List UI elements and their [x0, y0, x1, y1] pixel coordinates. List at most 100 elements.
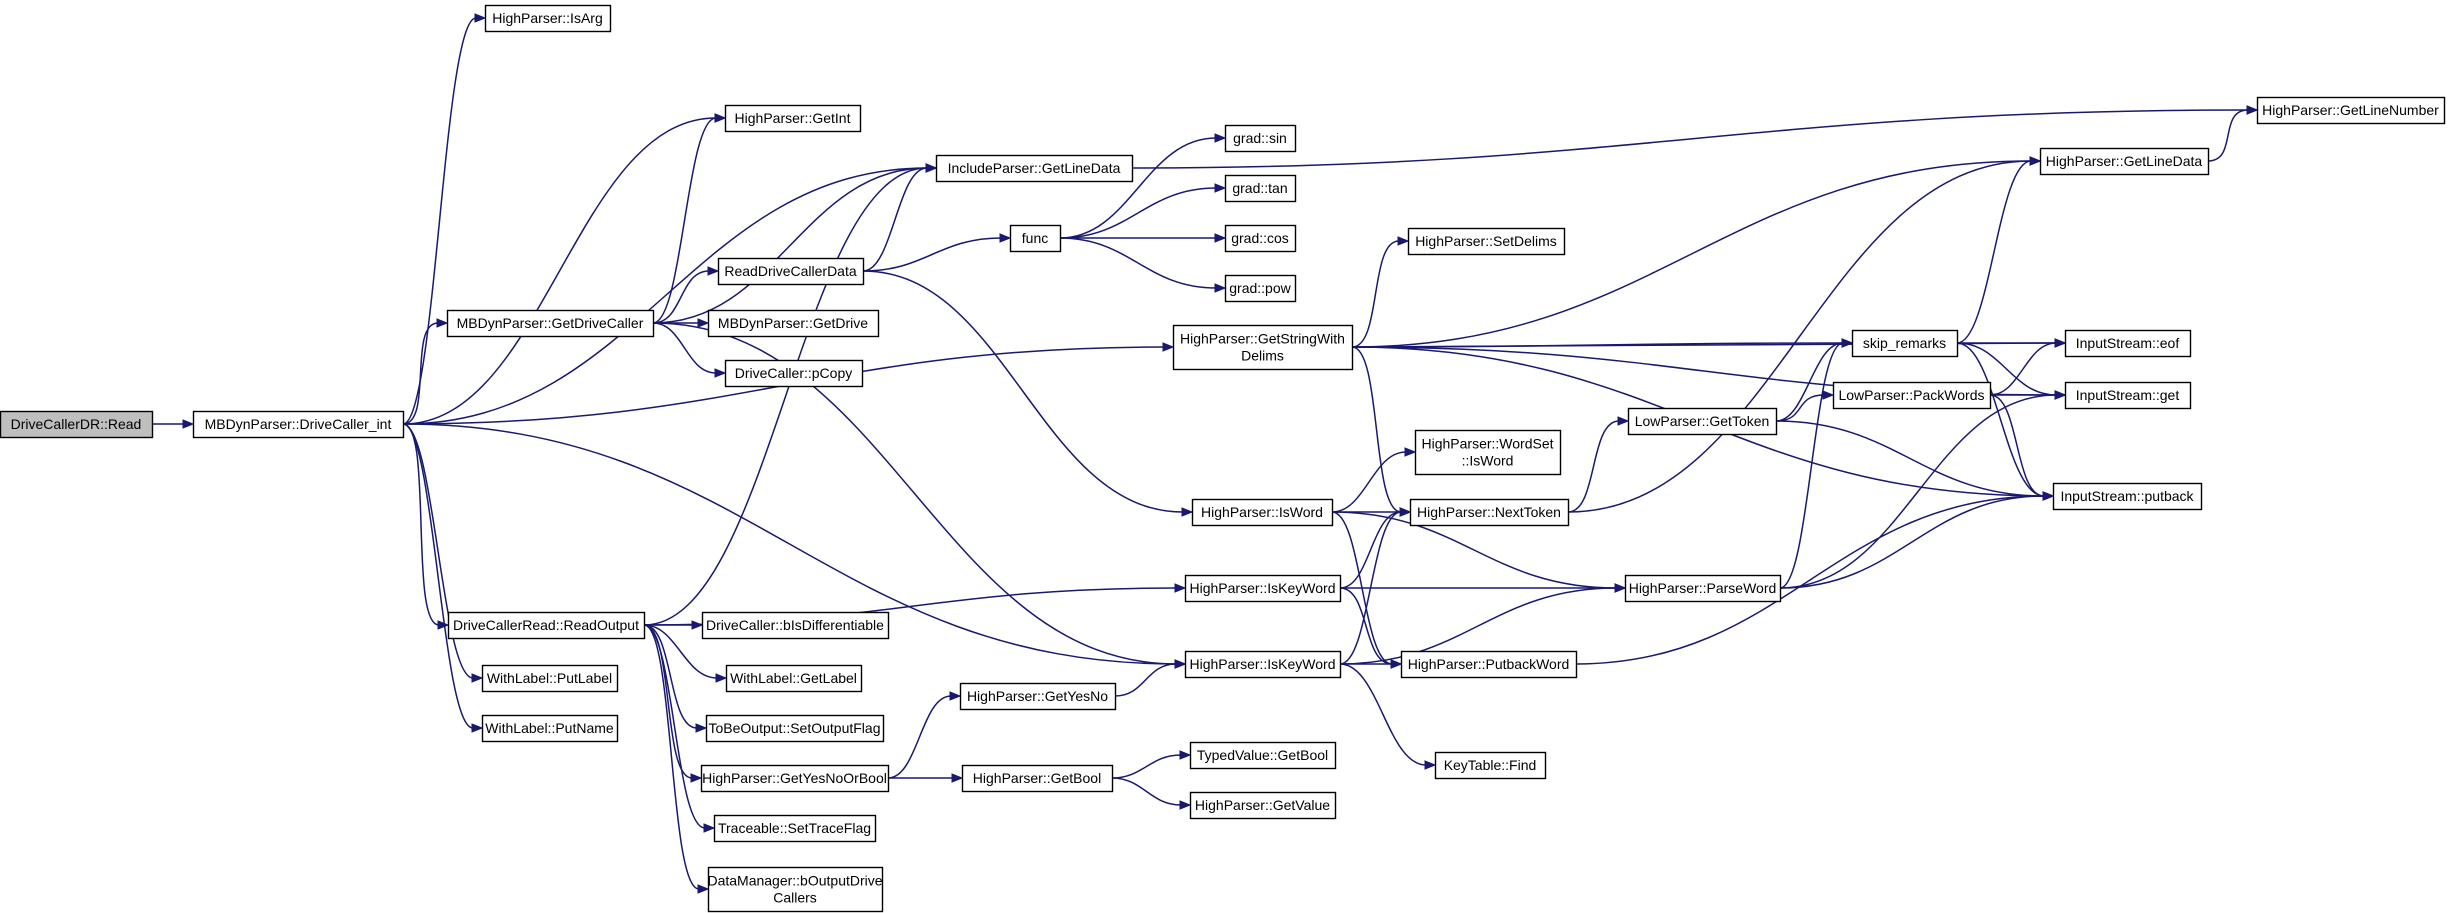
node-highparser-getbool[interactable]: HighParser::GetBool — [961, 764, 1114, 793]
node-label: TypedValue::GetBool — [1197, 747, 1328, 763]
node-label: HighParser::NextToken — [1417, 504, 1561, 520]
node-box — [1414, 429, 1562, 476]
node-inputstream-eof[interactable]: InputStream::eof — [2064, 329, 2192, 358]
edge-highparser-getlinedata-to-highparser-getlinenumber — [2207, 105, 2259, 162]
edge-drivecallerread-readoutput-to-highparser-getyesnoorbool — [643, 624, 703, 783]
edge-highparser-iskeyword-b-to-highparser-nexttoken — [1339, 507, 1412, 665]
edge-highparser-iskeyword-b-to-keytable-find — [1339, 663, 1437, 770]
node-label: HighParser::GetValue — [1195, 797, 1330, 813]
edge-highparser-getbool-to-highparser-getvalue — [1111, 777, 1192, 810]
edge-highparser-getstringwithdelims-to-highparser-nexttoken — [1351, 346, 1412, 517]
node-label: Callers — [773, 890, 817, 906]
node-label: grad::pow — [1229, 280, 1291, 296]
node-label: HighParser::GetLineData — [2046, 153, 2203, 169]
node-label: DataManager::bOutputDrive — [707, 873, 882, 889]
node-label: WithLabel::PutName — [485, 720, 614, 736]
edge-highparser-isword-to-highparser-putbackword — [1331, 511, 1403, 669]
node-grad-pow[interactable]: grad::pow — [1224, 274, 1297, 303]
node-typedvalue-getbool[interactable]: TypedValue::GetBool — [1189, 741, 1337, 770]
edge-highparser-parseword-to-skip-remarks — [1779, 338, 1854, 589]
node-highparser-getyesno[interactable]: HighParser::GetYesNo — [959, 682, 1117, 711]
node-box — [446, 309, 655, 338]
node-box — [1184, 650, 1342, 679]
node-drivecallerread-readoutput[interactable]: DriveCallerRead::ReadOutput — [447, 611, 646, 640]
node-label: MBDynParser::GetDriveCaller — [457, 315, 644, 331]
node-box — [707, 309, 880, 338]
node-highparser-nexttoken[interactable]: HighParser::NextToken — [1409, 498, 1570, 527]
edge-mbdynparser-drivecaller-int-to-withlabel-putlabel — [402, 423, 484, 683]
node-grad-cos[interactable]: grad::cos — [1224, 224, 1297, 253]
edge-mbdynparser-getdrivecaller-to-readdrivecallerdata — [652, 266, 720, 324]
node-inputstream-get[interactable]: InputStream::get — [2064, 381, 2192, 410]
node-box — [724, 104, 862, 133]
node-skip-remarks[interactable]: skip_remarks — [1851, 329, 1959, 358]
node-box — [1400, 650, 1578, 679]
node-highparser-getlinenumber[interactable]: HighParser::GetLineNumber — [2256, 96, 2446, 125]
node-box — [1434, 751, 1547, 780]
node-withlabel-putname[interactable]: WithLabel::PutName — [481, 714, 619, 743]
node-box — [0, 410, 154, 439]
node-highparser-getint[interactable]: HighParser::GetInt — [724, 104, 862, 133]
node-inputstream-putback[interactable]: InputStream::putback — [2052, 482, 2203, 511]
edge-highparser-parseword-to-inputstream-get — [1779, 390, 2067, 589]
edge-readdrivecallerdata-to-highparser-isword — [862, 270, 1194, 517]
node-keytable-find[interactable]: KeyTable::Find — [1434, 751, 1547, 780]
edge-highparser-getyesnoorbool-to-highparser-getbool — [888, 773, 964, 783]
edge-func-to-grad-cos — [1060, 233, 1227, 243]
node-traceable-settraceflag[interactable]: Traceable::SetTraceFlag — [713, 814, 877, 843]
node-box — [1189, 741, 1337, 770]
node-drivecaller-pcopy[interactable]: DriveCaller::pCopy — [724, 359, 864, 388]
node-label: skip_remarks — [1863, 335, 1946, 351]
node-includeparser-getlinedata[interactable]: IncludeParser::GetLineData — [935, 154, 1134, 183]
node-label: WithLabel::GetLabel — [730, 670, 857, 686]
node-label: IncludeParser::GetLineData — [948, 160, 1121, 176]
node-highparser-iskeyword-a[interactable]: HighParser::IsKeyWord — [1184, 574, 1342, 603]
node-drivecallerdr-read[interactable]: DriveCallerDR::Read — [0, 410, 154, 439]
node-label: HighParser::IsKeyWord — [1189, 656, 1335, 672]
node-lowparser-packwords[interactable]: LowParser::PackWords — [1832, 381, 1992, 410]
edge-highparser-getyesnoorbool-to-highparser-getyesno — [887, 691, 962, 779]
node-highparser-putbackword[interactable]: HighParser::PutbackWord — [1400, 650, 1578, 679]
node-grad-tan[interactable]: grad::tan — [1224, 174, 1297, 203]
node-box — [717, 257, 865, 286]
node-withlabel-getlabel[interactable]: WithLabel::GetLabel — [725, 664, 863, 693]
node-box — [700, 764, 890, 793]
node-lowparser-gettoken[interactable]: LowParser::GetToken — [1627, 407, 1778, 436]
edge-lowparser-gettoken-to-lowparser-packwords — [1775, 390, 1835, 422]
node-mbdynparser-getdrivecaller[interactable]: MBDynParser::GetDriveCaller — [446, 309, 655, 338]
edge-drivecallerread-readoutput-to-withlabel-getlabel — [643, 624, 728, 683]
node-highparser-isarg[interactable]: HighParser::IsArg — [484, 4, 612, 33]
node-highparser-getvalue[interactable]: HighParser::GetValue — [1189, 791, 1337, 820]
node-grad-sin[interactable]: grad::sin — [1224, 124, 1297, 153]
node-label: InputStream::putback — [2060, 488, 2194, 504]
node-box — [1832, 381, 1992, 410]
node-highparser-setdelims[interactable]: HighParser::SetDelims — [1407, 227, 1566, 256]
node-label: ToBeOutput::SetOutputFlag — [709, 720, 881, 736]
node-withlabel-putlabel[interactable]: WithLabel::PutLabel — [481, 664, 619, 693]
node-highparser-isword[interactable]: HighParser::IsWord — [1191, 498, 1334, 527]
node-highparser-parseword[interactable]: HighParser::ParseWord — [1624, 574, 1782, 603]
node-func[interactable]: func — [1009, 224, 1062, 253]
node-drivecaller-bisdifferentiable[interactable]: DriveCaller::bIsDifferentiable — [701, 611, 890, 640]
edge-mbdynparser-getdrivecaller-to-includeparser-getlinedata — [652, 163, 938, 324]
node-box — [2256, 96, 2446, 125]
node-highparser-getlinedata[interactable]: HighParser::GetLineData — [2039, 147, 2210, 176]
node-label: LowParser::PackWords — [1838, 387, 1984, 403]
node-tobeoutput-setoutputflag[interactable]: ToBeOutput::SetOutputFlag — [705, 714, 885, 743]
node-highparser-wordset-isword[interactable]: HighParser::WordSet::IsWord — [1414, 429, 1562, 476]
edge-drivecallerread-readoutput-to-includeparser-getlinedata — [643, 163, 938, 626]
node-mbdynparser-drivecaller-int[interactable]: MBDynParser::DriveCaller_int — [192, 410, 405, 439]
node-label: HighParser::GetLineNumber — [2262, 102, 2439, 118]
node-highparser-iskeyword-b[interactable]: HighParser::IsKeyWord — [1184, 650, 1342, 679]
node-highparser-getyesnoorbool[interactable]: HighParser::GetYesNoOrBool — [700, 764, 890, 793]
edge-highparser-nexttoken-to-lowparser-gettoken — [1567, 416, 1630, 513]
edge-drivecallerread-readoutput-to-tobeoutput-setoutputflag — [643, 624, 708, 733]
node-label: func — [1022, 230, 1048, 246]
node-box — [1191, 498, 1334, 527]
node-mbdynparser-getdrive[interactable]: MBDynParser::GetDrive — [707, 309, 880, 338]
node-label: HighParser::WordSet — [1421, 436, 1553, 452]
edge-mbdynparser-drivecaller-int-to-mbdynparser-getdrivecaller — [402, 318, 449, 425]
node-readdrivecallerdata[interactable]: ReadDriveCallerData — [717, 257, 865, 286]
